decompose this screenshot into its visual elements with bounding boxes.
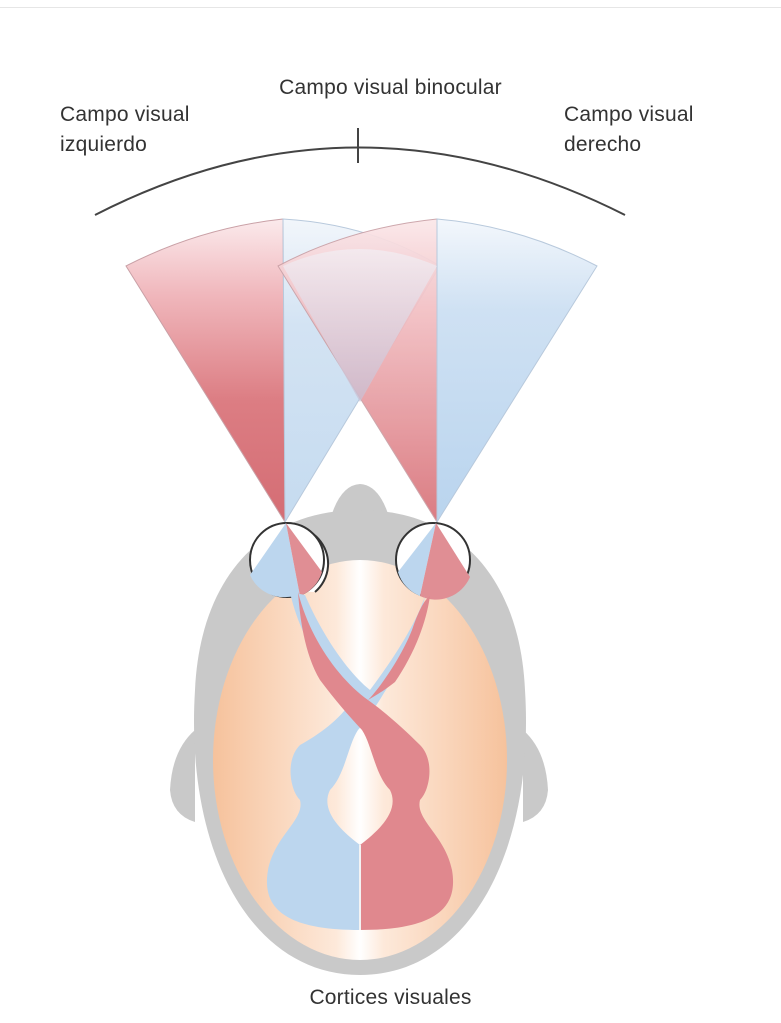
left-eye-temporal-field <box>126 219 285 522</box>
visual-cortices-label: Cortices visuales <box>0 983 781 1013</box>
right-field-label-line1: Campo visual <box>564 100 764 130</box>
left-field-label-line2: izquierdo <box>60 130 260 160</box>
left-field-label-line1: Campo visual <box>60 100 260 130</box>
right-field-label: Campo visual derecho <box>564 100 764 160</box>
right-ear <box>523 730 548 822</box>
left-ear <box>170 730 195 822</box>
left-field-label: Campo visual izquierdo <box>60 100 260 160</box>
binocular-field-label: Campo visual binocular <box>0 73 781 103</box>
right-field-label-line2: derecho <box>564 130 764 160</box>
right-eye-temporal-field <box>437 219 597 522</box>
